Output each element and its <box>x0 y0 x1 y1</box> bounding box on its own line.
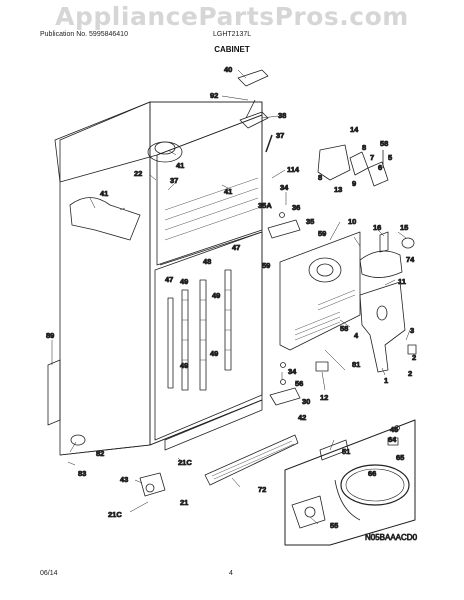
callout-83: 83 <box>78 469 86 478</box>
callout-59-b: 59 <box>262 261 270 270</box>
page-title: CABINET <box>214 45 250 54</box>
lamp-shield <box>359 250 403 278</box>
callout-56: 56 <box>295 379 303 388</box>
callout-16: 16 <box>373 223 381 232</box>
callout-41-c: 41 <box>100 189 108 198</box>
callout-37: 37 <box>276 131 284 140</box>
callout-8-b: 8 <box>318 173 322 182</box>
rear-panel <box>279 231 361 351</box>
callout-2: 2 <box>412 353 416 362</box>
callout-36: 36 <box>292 203 300 212</box>
callout-12: 12 <box>320 393 328 402</box>
callout-49-b: 49 <box>212 291 220 300</box>
callout-13: 13 <box>334 185 342 194</box>
callout-34: 34 <box>280 183 289 192</box>
callout-21: 21 <box>180 498 188 507</box>
callout-15: 15 <box>400 223 408 232</box>
callout-114: 114 <box>287 165 300 174</box>
footer-page: 4 <box>229 570 233 577</box>
callout-45: 45 <box>390 425 398 434</box>
callout-42: 42 <box>298 413 306 422</box>
part-12 <box>315 361 329 372</box>
callout-41-b: 41 <box>224 187 232 196</box>
callout-40: 40 <box>224 65 232 74</box>
callout-8: 8 <box>362 143 366 152</box>
callout-21c: 21C <box>178 458 192 467</box>
diagram-code: N05BAAACD0 <box>365 533 418 542</box>
shelf-rails <box>167 269 232 391</box>
callout-34-b: 34 <box>288 367 297 376</box>
callout-11: 11 <box>398 277 406 286</box>
control-panel <box>359 281 406 373</box>
callout-74: 74 <box>406 255 415 264</box>
bracket-35 <box>267 219 301 239</box>
callout-49-d: 49 <box>210 349 218 358</box>
callout-labels: 40 92 38 37 114 41 22 37 41 34 36 35A 35… <box>46 65 418 543</box>
publication-number: Publication No. 5995846410 <box>40 31 128 38</box>
callout-92: 92 <box>210 91 218 100</box>
cabinet-shell <box>47 101 263 456</box>
callout-38: 38 <box>278 111 286 120</box>
water-valve-inset <box>284 419 416 546</box>
part-30 <box>269 387 301 406</box>
kick-plate <box>204 434 299 486</box>
callout-35a: 35A <box>258 201 272 210</box>
leveling-leg <box>70 434 86 446</box>
callout-41: 41 <box>176 161 184 170</box>
light-bulb-icon <box>401 237 415 249</box>
control-housing <box>317 144 389 187</box>
callout-89: 89 <box>46 331 54 340</box>
callout-10: 10 <box>348 217 356 226</box>
callout-47: 47 <box>232 243 240 252</box>
callout-47-b: 47 <box>165 275 173 284</box>
top-hinge-cover <box>237 69 273 153</box>
callout-6: 6 <box>378 163 382 172</box>
callout-81: 81 <box>352 360 360 369</box>
callout-9: 9 <box>352 179 356 188</box>
callout-21c-b: 21C <box>108 510 122 519</box>
callout-35: 35 <box>306 217 314 226</box>
callout-30: 30 <box>302 397 310 406</box>
callout-7: 7 <box>370 153 374 162</box>
callout-2-b: 2 <box>408 369 412 378</box>
callout-66: 66 <box>368 469 376 478</box>
callout-14: 14 <box>350 125 359 134</box>
callout-3: 3 <box>410 326 414 335</box>
roller-assembly <box>139 472 166 497</box>
callout-4: 4 <box>354 331 359 340</box>
callout-64: 64 <box>388 435 397 444</box>
watermark: AppliancePartsPros.com <box>55 2 409 31</box>
side-insert <box>69 197 141 241</box>
callout-49-c: 49 <box>180 361 188 370</box>
callout-37-b: 37 <box>170 176 178 185</box>
callout-51: 51 <box>342 447 350 456</box>
leader-lines <box>51 69 411 525</box>
callout-55: 55 <box>330 521 338 530</box>
model-number: LGHT2137L <box>213 31 252 38</box>
callout-72: 72 <box>258 485 266 494</box>
callout-5: 5 <box>388 153 392 162</box>
control-knob <box>407 344 417 355</box>
callout-58: 58 <box>380 139 388 148</box>
callout-48: 48 <box>203 257 211 266</box>
callout-22: 22 <box>134 169 142 178</box>
callout-82: 82 <box>96 449 104 458</box>
callout-65: 65 <box>396 453 404 462</box>
callout-1: 1 <box>384 376 388 385</box>
callout-58-b: 58 <box>340 324 348 333</box>
callout-43: 43 <box>120 475 128 484</box>
callout-59: 59 <box>318 229 326 238</box>
footer-date: 06/14 <box>40 570 58 577</box>
callout-49: 49 <box>180 277 188 286</box>
